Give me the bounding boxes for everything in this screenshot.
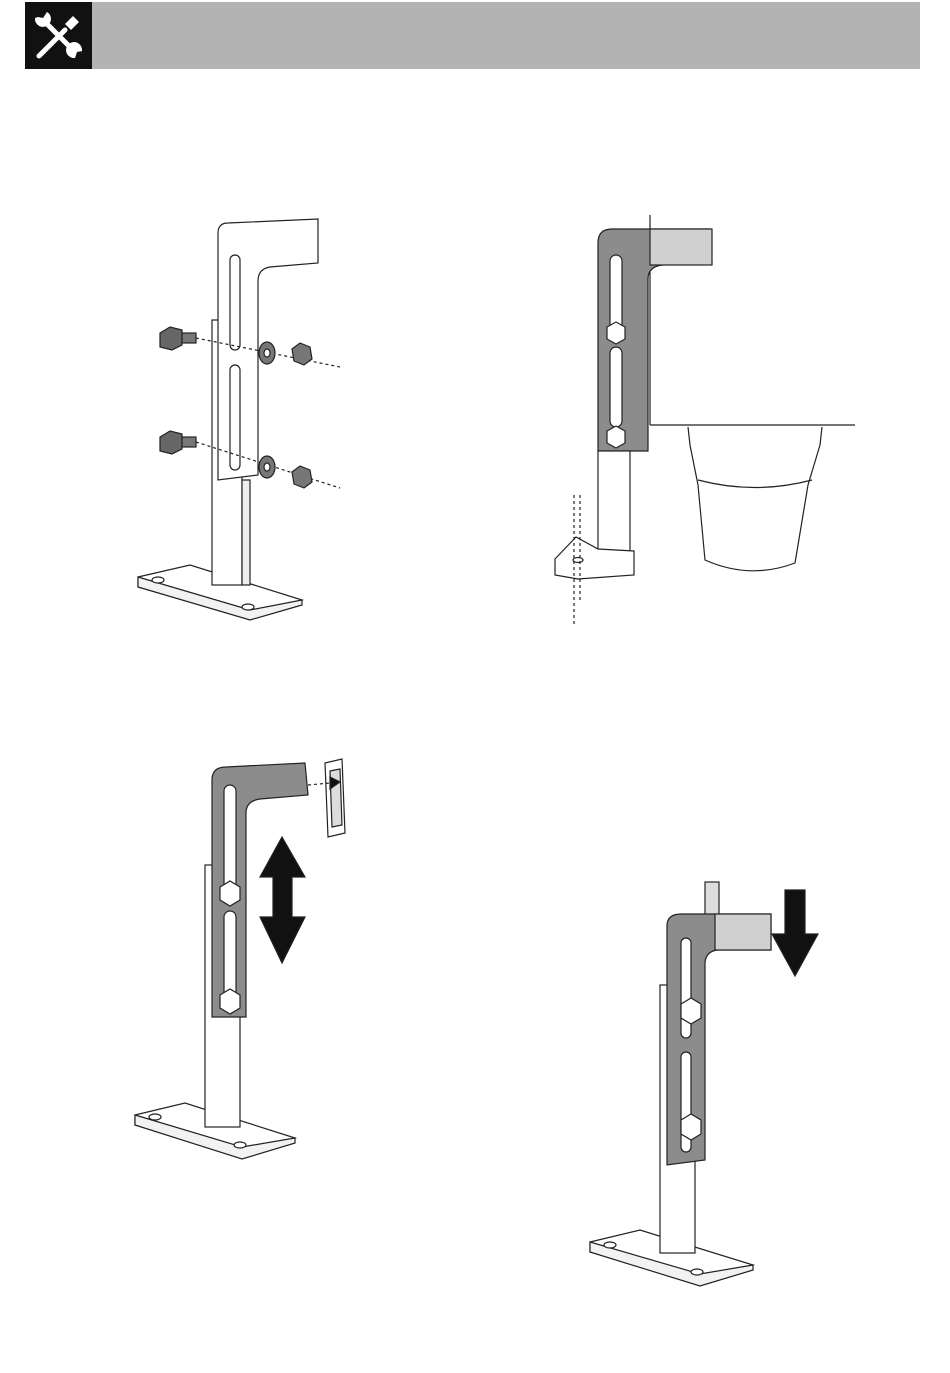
figure-bracket-bolts-exploded — [130, 215, 360, 635]
figure-bracket-height-adjust — [130, 755, 360, 1175]
header-bar — [25, 2, 920, 69]
figure-bracket-mounted-to-appliance — [550, 215, 860, 635]
figure-bracket-insert-down — [585, 880, 830, 1300]
tools-icon — [25, 2, 92, 69]
